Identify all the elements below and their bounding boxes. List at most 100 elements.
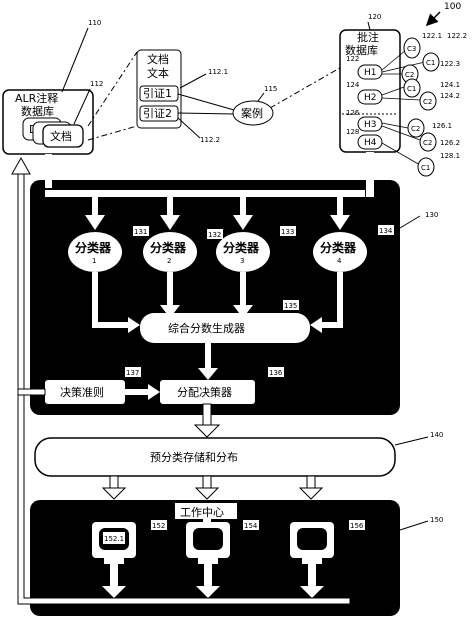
feedback-loop: [11, 156, 351, 605]
monitor-3-ref: 156: [350, 522, 364, 530]
system-box-ref: 134: [379, 227, 393, 235]
alr-db-line2: 数据库: [21, 104, 54, 118]
allocation-decider-label: 分配决策器: [177, 385, 232, 399]
alr-database: ALR注释 数据库 D 文档: [2, 89, 94, 155]
classifier-3: 分类器 3: [216, 232, 270, 272]
doc-text-line2: 文本: [147, 66, 169, 80]
classifier-refs: 131 132 133: [133, 226, 296, 239]
input-feeds: [45, 152, 374, 230]
score-generator-ref: 135: [284, 302, 297, 310]
alr-card-label: 文档: [50, 129, 72, 143]
storage-distribution: [34, 437, 396, 477]
storage-label: 预分类存储和分布: [150, 450, 238, 464]
system-ref: 130: [425, 211, 438, 219]
c-ref-2: 122.2: [447, 32, 467, 40]
c-refs: 122.1 122.2 122.3 124.1 124.2 126.1 126.…: [422, 32, 467, 160]
c-ref-5: 124.2: [440, 92, 460, 100]
h3-ref: 126: [346, 109, 360, 117]
c-nodes: C3 C1 C2 C1 C2 C2 C2 C1: [401, 37, 440, 177]
classifier-1-num: 1: [92, 257, 96, 265]
case-label: 案例: [241, 106, 263, 120]
system-box-ref-box: [378, 225, 394, 235]
cite-1-ref: 112.1: [208, 68, 228, 76]
h2-ref: 124: [346, 81, 360, 89]
c-node-2: C1: [426, 59, 435, 67]
h3-label: H3: [364, 120, 377, 130]
alr-card-ref: 112: [90, 80, 103, 88]
h2-label: H2: [364, 93, 377, 103]
c-links: [381, 49, 426, 166]
figure-number: 100: [444, 2, 461, 12]
h4-node: [357, 134, 383, 150]
classifier-3-label: 分类器: [223, 240, 260, 255]
decision-rules-ref: 137: [126, 369, 139, 377]
c-ref-1: 122.1: [422, 32, 442, 40]
score-generator: [140, 313, 310, 343]
decision-rules-label: 决策准则: [60, 385, 104, 399]
storage-ref: 140: [430, 431, 443, 439]
classifier-2: 分类器 2: [143, 232, 197, 272]
rules-to-alloc-arrow: [148, 384, 160, 400]
h3-node: [357, 116, 383, 132]
c-ref-4: 124.1: [440, 81, 460, 89]
monitor-refs: 152 154 156: [151, 520, 365, 530]
c-node-3: C2: [405, 71, 414, 79]
monitor-3: [290, 522, 334, 564]
monitor-outputs: [102, 564, 324, 598]
c-node-8: C1: [421, 164, 430, 172]
storage-outputs: [101, 475, 324, 500]
classifier-4-num: 4: [337, 257, 342, 265]
allocation-decider-ref: 136: [269, 369, 283, 377]
classifier-1-ref: 131: [134, 228, 147, 236]
alloc-to-storage-arrow: [193, 424, 221, 438]
monitor-2-ref: 154: [244, 522, 258, 530]
classifier-4-label: 分类器: [320, 240, 357, 255]
allocation-decider: [160, 380, 255, 404]
classifier-2-ref: 132: [208, 231, 221, 239]
h1-ref: 122: [346, 55, 359, 63]
monitor-1-ref: 152: [152, 522, 165, 530]
classifier-3-num: 3: [240, 257, 244, 265]
classifier-2-num: 2: [167, 257, 171, 265]
c-ref-7: 126.2: [440, 139, 460, 147]
h4-label: H4: [364, 138, 377, 148]
work-center-label: 工作中心: [180, 506, 224, 519]
score-generator-label: 综合分数生成器: [168, 321, 245, 335]
classifier-1-label: 分类器: [75, 240, 112, 255]
document-text: 文档 文本 引证1 引证2: [136, 49, 182, 129]
c-ref-3: 122.3: [440, 60, 460, 68]
c-ref-8: 128.1: [440, 152, 460, 160]
monitor-1: 152.1: [92, 522, 136, 564]
doc-text-line1: 文档: [147, 52, 169, 66]
classifier-4: 分类器 4: [313, 232, 367, 272]
h4-ref: 128: [346, 128, 359, 136]
classifier-2-label: 分类器: [150, 240, 187, 255]
classification-system: [30, 180, 400, 415]
c-node-4: C1: [407, 85, 416, 93]
work-center-ref: 150: [430, 516, 443, 524]
monitor-1-text: 152.1: [104, 535, 124, 543]
h1-label: H1: [364, 68, 377, 78]
annot-db-ref: 120: [368, 13, 381, 21]
c-ref-6: 126.1: [432, 122, 452, 130]
alr-db-ref: 110: [88, 19, 101, 27]
h2-node: [357, 89, 383, 105]
classifier-outputs: [92, 272, 343, 333]
c-node-1: C3: [407, 45, 416, 53]
classifier-1: 分类器 1: [68, 232, 122, 272]
case-node: [232, 100, 274, 126]
annot-db-line2: 数据库: [345, 43, 378, 57]
c-node-6: C2: [411, 125, 420, 133]
cite-1: 引证1: [143, 86, 172, 100]
classifier-3-ref: 133: [281, 228, 294, 236]
c-node-5: C2: [423, 98, 432, 106]
cite-2: 引证2: [143, 106, 172, 120]
score-to-alloc-arrow: [198, 368, 218, 380]
annot-db-line1: 批注: [357, 30, 379, 44]
c-node-7: C2: [423, 139, 432, 147]
case-ref: 115: [264, 85, 277, 93]
monitor-2: [186, 522, 230, 564]
alr-db-line1: ALR注释: [15, 91, 58, 105]
